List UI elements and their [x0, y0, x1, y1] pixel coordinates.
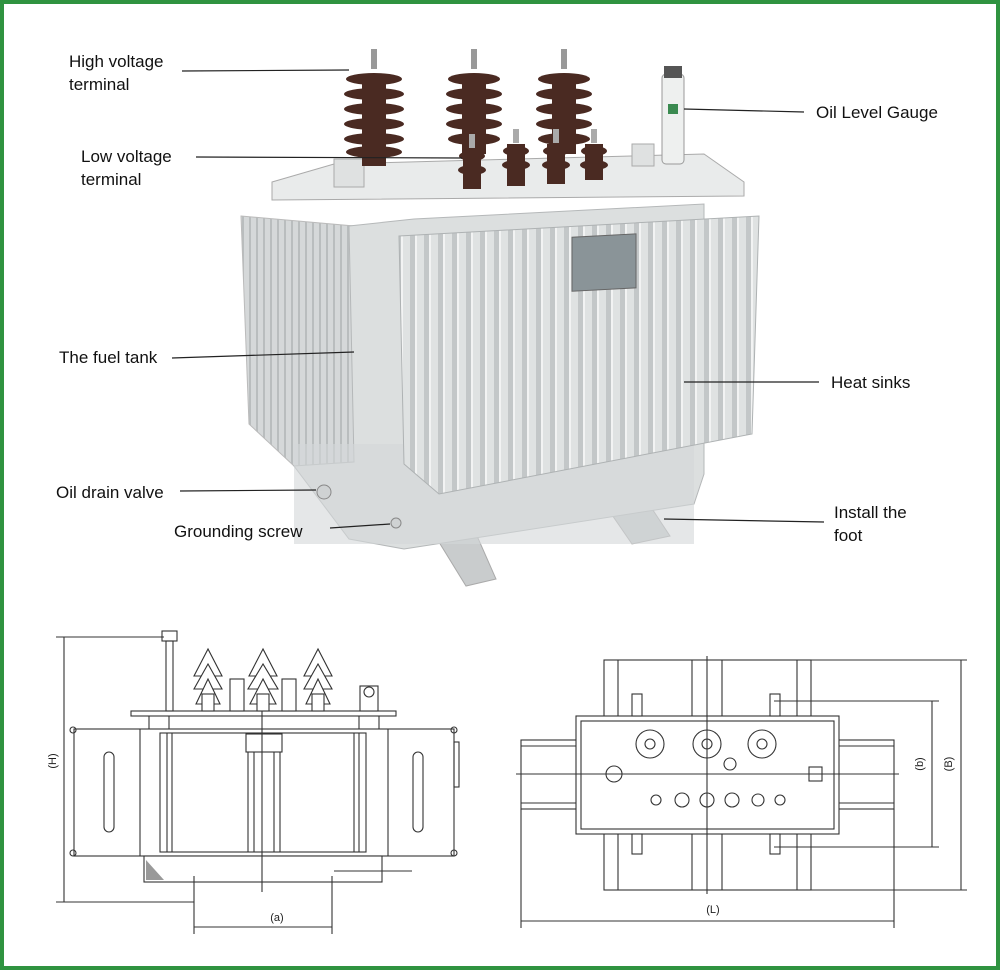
- callout-install-foot: Install the foot: [663, 503, 907, 545]
- callout-fuel-tank: The fuel tank: [59, 348, 355, 367]
- callout-oil-drain-valve: Oil drain valve: [56, 483, 317, 502]
- front-bushings: [193, 647, 379, 712]
- grounding-screw: [390, 517, 402, 529]
- label-low-voltage-line2: terminal: [81, 170, 141, 189]
- callout-oil-level-gauge: Oil Level Gauge: [683, 103, 938, 122]
- label-install-foot-line1: Install the: [834, 503, 907, 522]
- dim-height-label: (H): [47, 753, 59, 768]
- leader-line: [181, 69, 350, 72]
- callout-high-voltage-terminal: High voltage terminal: [69, 52, 350, 94]
- label-high-voltage-line2: terminal: [69, 75, 129, 94]
- label-install-foot-line2: foot: [834, 526, 863, 545]
- label-grounding-screw: Grounding screw: [174, 522, 303, 541]
- callout-low-voltage-terminal: Low voltage terminal: [81, 147, 463, 189]
- diagram-canvas: High voltage terminal Low voltage termin…: [47, 49, 967, 934]
- left-radiator: [240, 215, 355, 467]
- lid-bracket-right: [631, 143, 655, 167]
- leader-line: [171, 351, 355, 359]
- leader-line: [663, 518, 825, 523]
- high-voltage-bushing: [344, 49, 404, 166]
- leader-line: [179, 489, 317, 492]
- dim-a-label: (a): [270, 912, 283, 924]
- leader-line: [683, 108, 805, 113]
- oil-level-gauge: [661, 66, 685, 165]
- dim-B-label: (B): [943, 757, 955, 772]
- transformer-photo: [240, 49, 760, 587]
- label-low-voltage-line1: Low voltage: [81, 147, 172, 166]
- front-base: [143, 855, 383, 883]
- nameplate: [571, 233, 637, 292]
- label-oil-level-gauge: Oil Level Gauge: [816, 103, 938, 122]
- leader-line: [329, 523, 391, 529]
- callout-heat-sinks: Heat sinks: [684, 373, 910, 392]
- label-heat-sinks: Heat sinks: [831, 373, 910, 392]
- front-lid: [130, 710, 397, 717]
- front-elevation-drawing: (H) (a): [47, 630, 460, 934]
- dim-b-label: (b): [914, 757, 926, 770]
- dim-length-label: (L): [706, 904, 719, 916]
- oil-drain-valve: [316, 484, 332, 500]
- callout-grounding-screw: Grounding screw: [174, 522, 391, 541]
- low-voltage-bushings: [458, 129, 608, 189]
- heat-sinks: [398, 215, 760, 495]
- label-high-voltage-line1: High voltage: [69, 52, 164, 71]
- label-fuel-tank: The fuel tank: [59, 348, 158, 367]
- top-plan-drawing: (b) (B) (L): [516, 656, 967, 928]
- leader-line: [195, 156, 463, 159]
- label-oil-drain-valve: Oil drain valve: [56, 483, 164, 502]
- lid-bracket-left: [333, 158, 365, 188]
- high-voltage-bushing: [536, 49, 592, 154]
